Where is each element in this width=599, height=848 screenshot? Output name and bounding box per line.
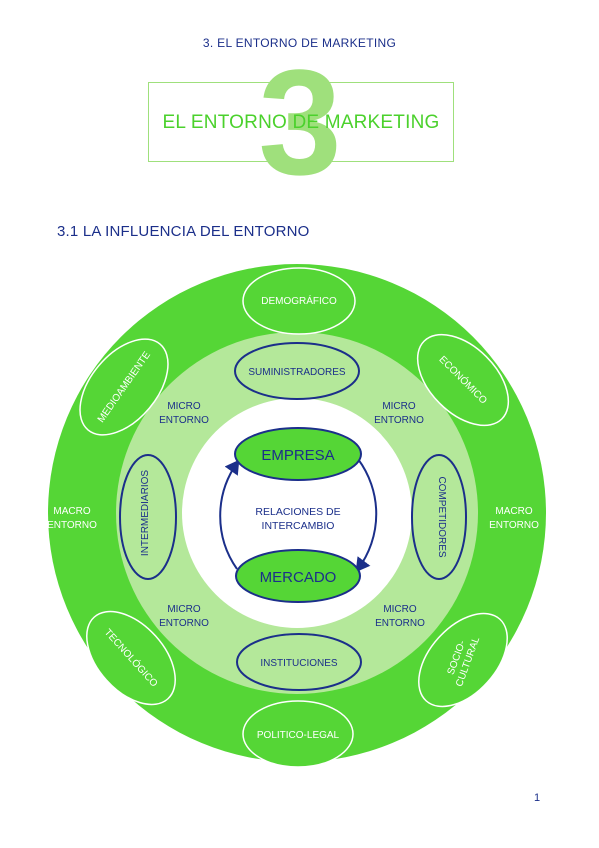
relaciones-label: INTERCAMBIO (262, 520, 335, 532)
micro-agent-competidores: COMPETIDORES (411, 454, 467, 580)
micro-agent-intermediarios: INTERMEDIARIOS (119, 454, 177, 580)
relaciones-label: RELACIONES DE (255, 506, 340, 518)
micro-entorno-label-bottom-right: ENTORNO (375, 618, 425, 629)
macro-factor-demografico: DEMOGRÁFICO (242, 267, 356, 335)
title-frame (148, 82, 454, 162)
micro-entorno-label-top-left: MICRO (167, 401, 201, 412)
macro-factor-label: POLITICO-LEGAL (257, 730, 340, 741)
micro-agent-label: COMPETIDORES (436, 476, 447, 557)
micro-entorno-label-bottom-right: MICRO (383, 604, 417, 615)
micro-entorno-label-top-left: ENTORNO (159, 415, 209, 426)
macro-entorno-label-left: MACRO (53, 506, 90, 517)
empresa-label: EMPRESA (261, 447, 334, 464)
micro-entorno-label-bottom-left: ENTORNO (159, 618, 209, 629)
marketing-environment-diagram: DEMOGRÁFICO ECONÓMICO SOCIO- CULTURAL PO… (47, 264, 546, 768)
macro-factor-economico: ECONÓMICO (416, 333, 510, 427)
chapter-number: 3 (258, 38, 342, 206)
micro-entorno-label-top-right: ENTORNO (374, 415, 424, 426)
macro-entorno-label-right: MACRO (495, 506, 532, 517)
macro-factor-tecnologico: TECNOLÓGICO (86, 610, 176, 706)
micro-entorno-label-top-right: MICRO (382, 401, 416, 412)
section-heading: 3.1 LA INFLUENCIA DEL ENTORNO (57, 223, 310, 240)
exchange-arrow-left (219, 459, 240, 570)
mercado-label: MERCADO (260, 569, 337, 586)
page-number: 1 (534, 792, 541, 804)
mercado-node: MERCADO (235, 549, 361, 603)
exchange-arrow-right (355, 458, 378, 573)
micro-agent-label: SUMINISTRADORES (248, 367, 346, 378)
empresa-node: EMPRESA (234, 427, 362, 481)
micro-agent-suministradores: SUMINISTRADORES (234, 342, 360, 400)
macro-factor-label: DEMOGRÁFICO (261, 294, 337, 307)
macro-factor-socio-cultural: SOCIO- CULTURAL (418, 612, 508, 708)
micro-agent-label: INSTITUCIONES (260, 658, 338, 669)
macro-factor-politico-legal: POLITICO-LEGAL (242, 700, 354, 768)
micro-agent-instituciones: INSTITUCIONES (236, 633, 362, 691)
micro-agent-label: INTERMEDIARIOS (140, 470, 151, 556)
macro-entorno-label-right: ENTORNO (489, 520, 539, 531)
macro-factor-medioambiente: MEDIOAMBIENTE (79, 338, 169, 436)
running-header: 3. EL ENTORNO DE MARKETING (202, 36, 397, 50)
chapter-title: EL ENTORNO DE MARKETING (162, 112, 440, 133)
micro-entorno-label-bottom-left: MICRO (167, 604, 201, 615)
macro-entorno-label-left: ENTORNO (47, 520, 97, 531)
